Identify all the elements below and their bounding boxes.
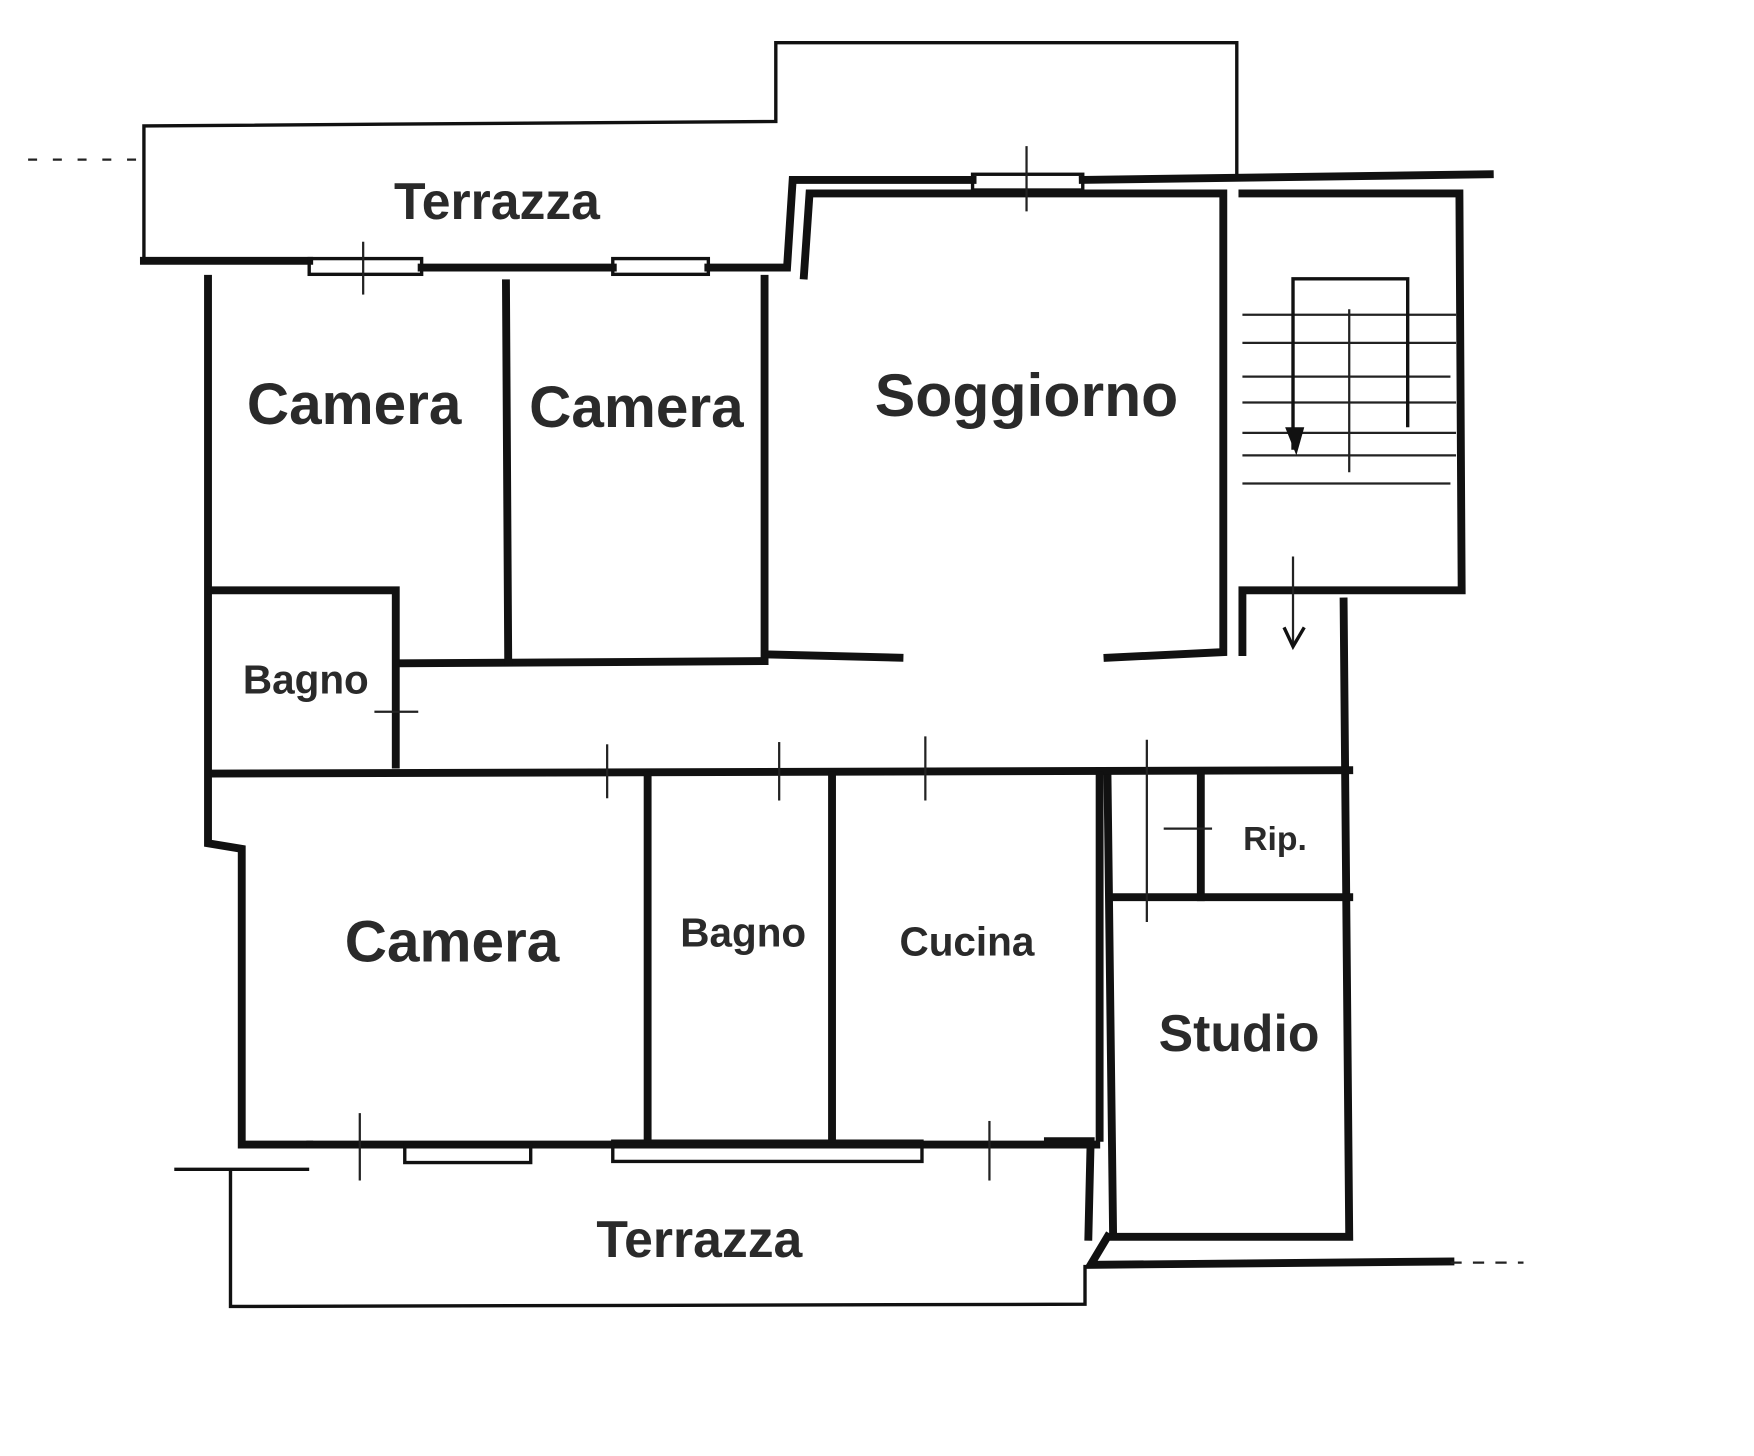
room-label-camera-3: Camera	[345, 909, 560, 974]
room-label-studio: Studio	[1159, 1004, 1320, 1062]
room-label-terrazza-top: Terrazza	[394, 172, 601, 230]
door-marks	[358, 146, 1213, 1181]
terrace-bottom-outline	[174, 1167, 1524, 1309]
room-label-bagno-1: Bagno	[243, 657, 369, 703]
room-label-soggiorno: Soggiorno	[875, 361, 1178, 429]
terrace-top-outline	[28, 41, 1239, 261]
room-label-camera-2: Camera	[529, 375, 744, 440]
interior-walls	[207, 279, 1354, 1241]
room-label-bagno-2: Bagno	[680, 910, 806, 956]
room-label-rip: Rip.	[1243, 820, 1307, 858]
room-label-cucina: Cucina	[899, 919, 1034, 965]
room-label-camera-1: Camera	[247, 372, 462, 437]
staircase	[1242, 277, 1457, 651]
room-label-terrazza-bottom: Terrazza	[596, 1210, 803, 1268]
exterior-walls	[139, 170, 1494, 1269]
